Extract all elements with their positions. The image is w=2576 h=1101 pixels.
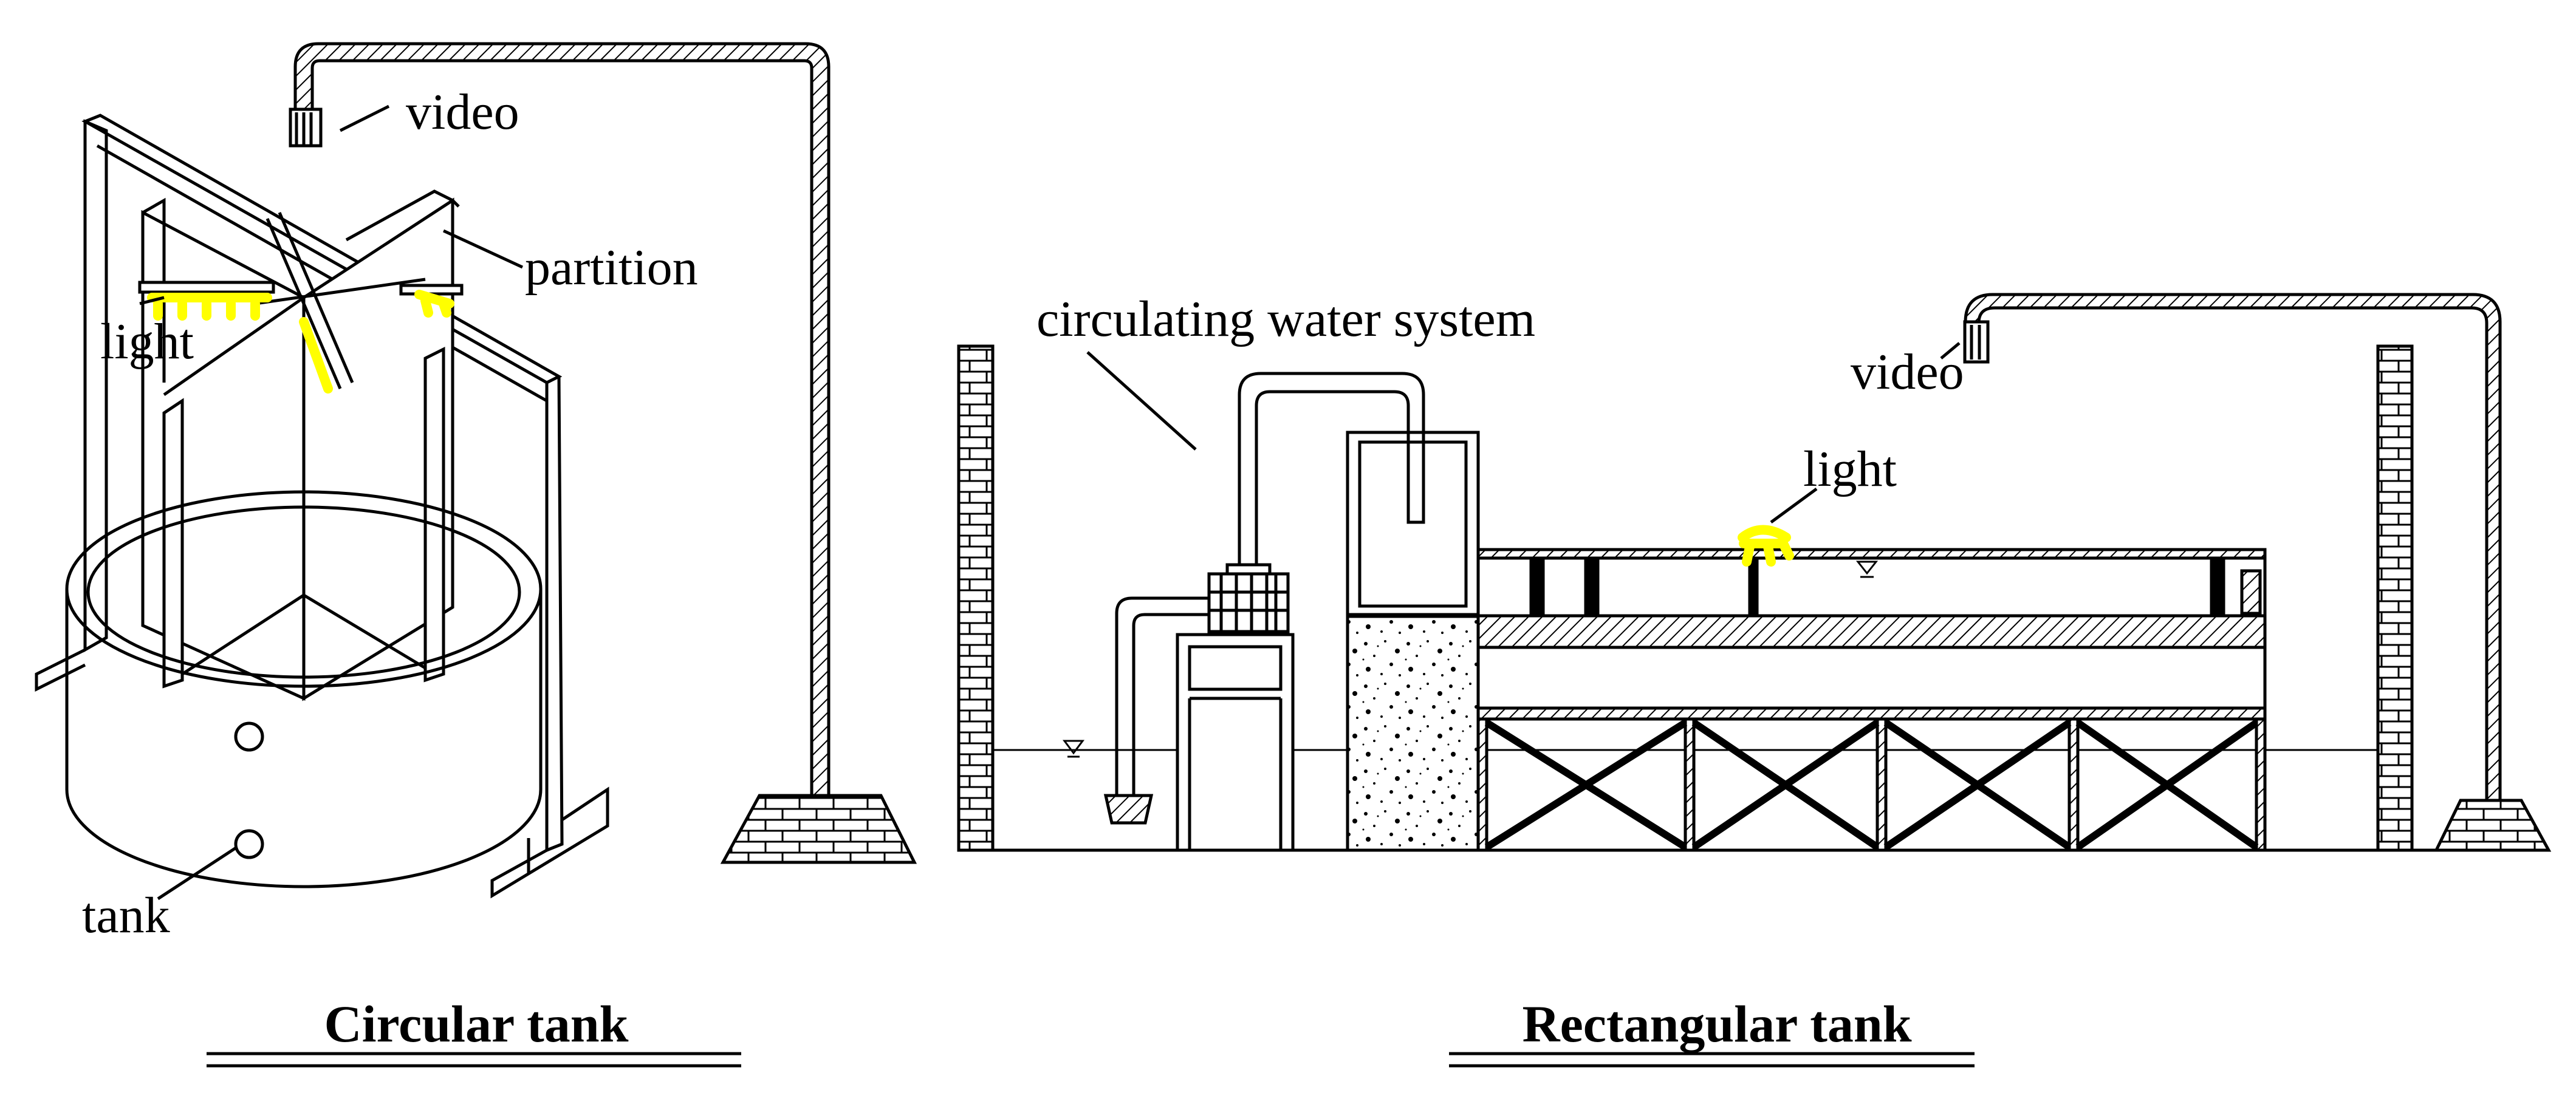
channel-bottom-slab: [1476, 614, 2267, 649]
brick-wall-left: [957, 344, 995, 852]
label-light-circular: light: [100, 313, 194, 370]
delivery-pipe: [1238, 372, 1425, 565]
tank-port-upper: [234, 721, 264, 752]
tank-body: [65, 589, 543, 888]
partition-front: [162, 346, 445, 689]
filter-column: [1346, 615, 1480, 852]
label-tank: tank: [82, 887, 170, 944]
header-tank: [1346, 431, 1480, 616]
light-glow-rect: [1738, 525, 1794, 567]
stand-base-rect: [2433, 799, 2552, 852]
support-truss: [1476, 717, 2267, 852]
caption-rectangular: Rectangular tank: [1522, 995, 1911, 1053]
label-video-circular: video: [406, 84, 519, 140]
pump-stand: [1176, 633, 1295, 852]
stand-base: [720, 794, 917, 864]
light-glow: [147, 290, 454, 394]
brick-wall-right: [2376, 344, 2414, 852]
video-stand-pipe-rect: [1964, 293, 2502, 802]
label-partition: partition: [525, 239, 698, 296]
caption-circular: Circular tank: [324, 995, 629, 1053]
label-video-rectangular: video: [1851, 344, 1964, 400]
support-beam: [1476, 706, 2267, 721]
intake-strainer: [1103, 794, 1154, 825]
tank-port-lower: [234, 829, 264, 859]
intake-pipe: [1115, 596, 1209, 796]
rectangular-tank-diagram: [957, 293, 2552, 852]
label-light-rectangular: light: [1803, 441, 1897, 497]
label-circulating-water-system: circulating water system: [1036, 291, 1535, 347]
camera-icon-rect: [1963, 320, 1990, 364]
light-bar: [138, 281, 275, 294]
circular-tank-diagram: [35, 42, 917, 901]
tank-rim-inner: [86, 505, 521, 679]
